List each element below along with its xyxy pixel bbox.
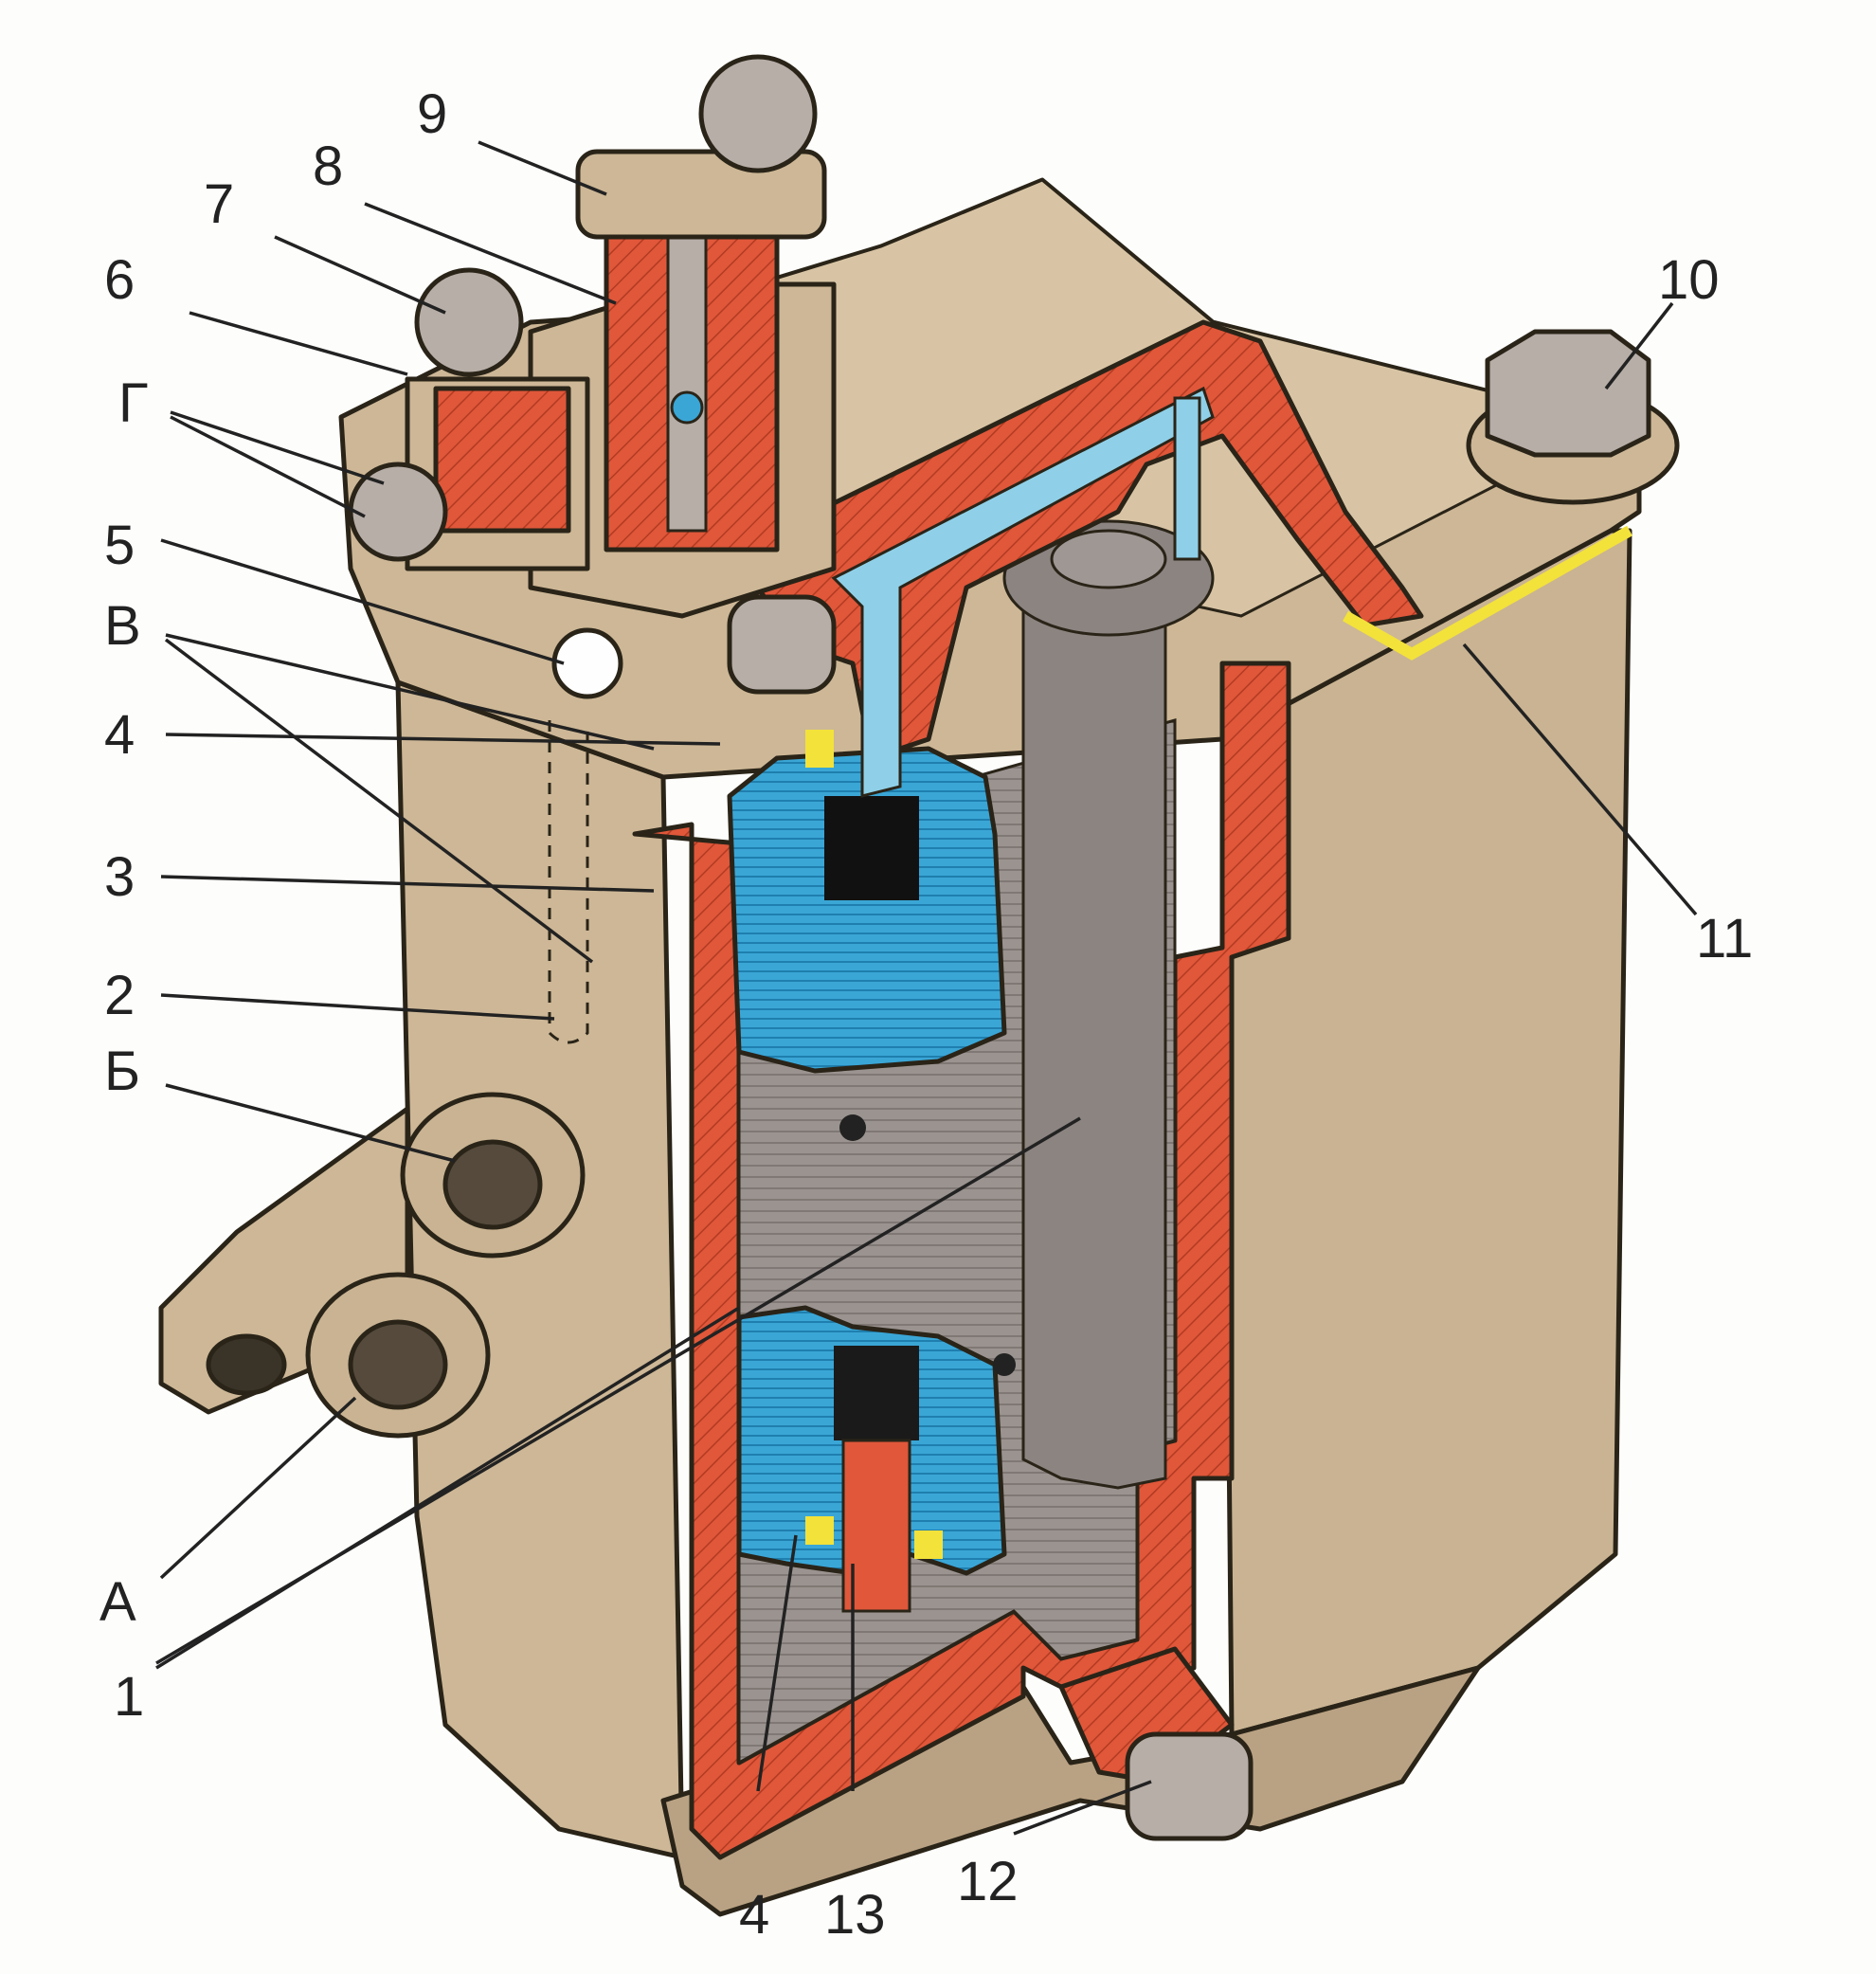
drain-plug-assembly bbox=[1058, 1646, 1254, 1841]
leader-7 bbox=[274, 235, 446, 315]
leader-9 bbox=[478, 140, 607, 196]
bolt-7 bbox=[414, 267, 524, 377]
leader-G1 bbox=[170, 410, 385, 485]
valve-cap-9 bbox=[575, 149, 827, 240]
leader-3 bbox=[160, 875, 655, 893]
label-1: 1 bbox=[114, 1666, 144, 1728]
label-G: Г bbox=[118, 372, 148, 434]
lid-gasket-yellow bbox=[1343, 525, 1632, 661]
air-release-screw bbox=[348, 462, 448, 562]
leader-5 bbox=[160, 538, 565, 665]
fitting-A-bore bbox=[348, 1319, 448, 1410]
label-12: 12 bbox=[957, 1851, 1019, 1912]
label-10: 10 bbox=[1658, 249, 1720, 311]
leader-2 bbox=[160, 993, 555, 1021]
label-4a: 4 bbox=[104, 704, 135, 766]
lid-cut-channel bbox=[736, 319, 1632, 798]
leader-4a bbox=[165, 733, 721, 746]
label-5: 5 bbox=[104, 515, 135, 576]
label-8: 8 bbox=[313, 136, 343, 197]
label-3: 3 bbox=[104, 846, 135, 908]
leader-10 bbox=[1604, 301, 1674, 390]
gasket-lower-right bbox=[914, 1530, 943, 1559]
label-4b: 4 bbox=[739, 1884, 769, 1946]
leader-12 bbox=[1013, 1780, 1152, 1836]
leader-6 bbox=[189, 311, 408, 376]
cavity-hole-2 bbox=[993, 1353, 1016, 1376]
drain-pipe-dashed bbox=[548, 720, 589, 1044]
housing-bottom bbox=[660, 1665, 1481, 1917]
label-V: В bbox=[104, 595, 141, 657]
nut-right bbox=[727, 594, 837, 695]
air-release-cut bbox=[433, 386, 571, 534]
fittings bbox=[158, 1092, 586, 1439]
bolt-10-assembly bbox=[1466, 329, 1680, 505]
upper-element-core bbox=[824, 796, 919, 900]
valve-ball bbox=[670, 390, 704, 425]
fuel-channel-vertical bbox=[1173, 396, 1201, 561]
leader-G2 bbox=[170, 415, 366, 518]
label-6: 6 bbox=[104, 249, 135, 311]
cavity-hole-1 bbox=[839, 1114, 866, 1141]
bolt-10-head bbox=[1485, 329, 1651, 458]
gasket-upper-left bbox=[805, 730, 834, 768]
label-11: 11 bbox=[1696, 908, 1753, 969]
leader-A bbox=[159, 1396, 357, 1580]
leader-V2 bbox=[164, 638, 594, 964]
label-A: А bbox=[99, 1571, 136, 1633]
housing-left-face bbox=[395, 679, 685, 1860]
lid-cut-red bbox=[736, 319, 1424, 761]
leader-11 bbox=[1462, 643, 1698, 916]
bracket-hole bbox=[206, 1333, 287, 1396]
label-B: Б bbox=[104, 1041, 140, 1102]
upper-filter-element bbox=[727, 746, 1007, 1074]
valve-stem bbox=[666, 188, 708, 533]
label-13: 13 bbox=[824, 1884, 886, 1946]
leader-4b bbox=[756, 1534, 798, 1792]
label-2: 2 bbox=[104, 965, 135, 1026]
leader-8 bbox=[364, 202, 617, 305]
port-V bbox=[551, 627, 623, 699]
leader-lines bbox=[155, 140, 1698, 1836]
tube-top-cap-inner bbox=[1050, 529, 1167, 589]
callout-labels: 9 8 7 6 Г 5 В 4 3 2 Б А 1 4 13 12 10 11 bbox=[99, 83, 1753, 1946]
cutaway-section bbox=[632, 519, 1291, 1860]
bolt-head-top bbox=[698, 54, 818, 173]
lower-element-core bbox=[834, 1346, 919, 1440]
central-tube bbox=[1021, 557, 1167, 1490]
drain-plug bbox=[1125, 1731, 1254, 1841]
fitting-B-bore bbox=[442, 1139, 543, 1230]
label-7: 7 bbox=[204, 173, 234, 235]
leader-B bbox=[165, 1083, 456, 1163]
gasket-lower-left bbox=[805, 1516, 834, 1545]
label-9: 9 bbox=[417, 83, 447, 145]
leader-1b bbox=[155, 1306, 740, 1670]
leader-V1 bbox=[165, 633, 655, 751]
valve-assembly bbox=[348, 54, 837, 1044]
